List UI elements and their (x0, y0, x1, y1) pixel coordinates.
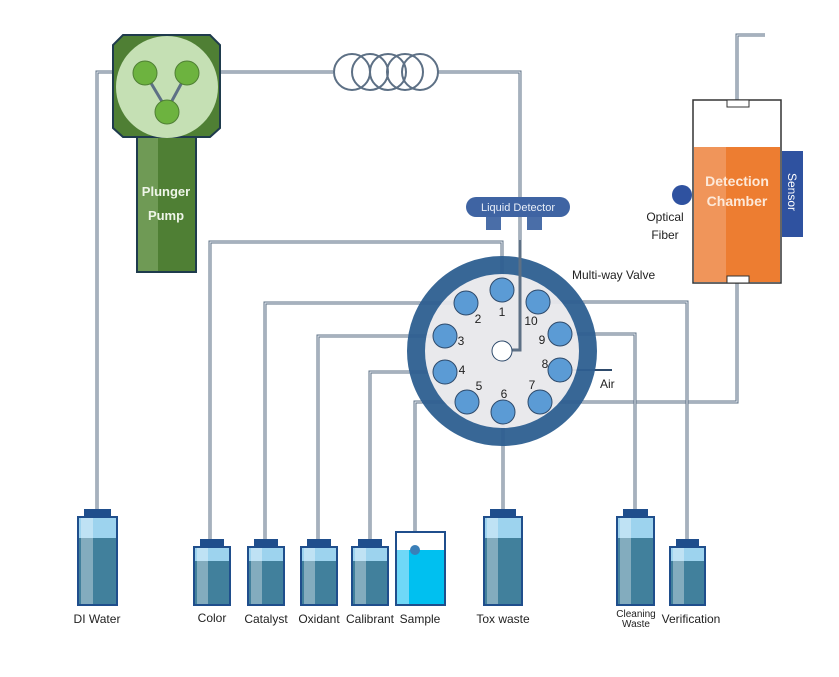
valve-port-10 (525, 289, 551, 315)
di-water-bottle (77, 509, 118, 606)
port-number: 3 (458, 334, 465, 348)
optical-fiber-label-2: Fiber (651, 228, 678, 242)
cleaning-waste-label: Cleaning (616, 609, 655, 620)
valve-port-1 (489, 277, 515, 303)
di-water-label: DI Water (74, 612, 121, 626)
tox-waste-bottle (483, 509, 523, 606)
color-bottle (193, 539, 231, 606)
bottles (77, 509, 706, 606)
catalyst-bottle (247, 539, 285, 606)
verification-bottle (669, 539, 706, 606)
catalyst-label: Catalyst (244, 612, 288, 626)
coil-icon (333, 53, 439, 91)
valve-label: Multi-way Valve (572, 268, 655, 282)
optical-fiber-icon (672, 185, 692, 205)
calibrant-bottle (351, 539, 389, 606)
detection-chamber: Detection Chamber Sensor Optical Fiber (646, 99, 803, 284)
port-number: 7 (529, 378, 536, 392)
port-number: 5 (476, 379, 483, 393)
sensor-label: Sensor (785, 173, 799, 211)
chamber-label: Detection (705, 173, 769, 189)
valve-port-5 (454, 389, 480, 415)
oxidant-bottle (300, 539, 338, 606)
air-label: Air (600, 377, 615, 391)
sample-beaker (395, 531, 446, 606)
port-number: 1 (499, 305, 506, 319)
verification-label: Verification (662, 612, 721, 626)
tox-waste-label: Tox waste (476, 612, 530, 626)
port-number: 9 (539, 333, 546, 347)
cleaning-waste-label-2: Waste (622, 619, 650, 630)
valve-port-6 (490, 399, 516, 425)
calibrant-label: Calibrant (346, 612, 395, 626)
valve-port-8 (547, 357, 573, 383)
liquid-detector: Liquid Detector (466, 197, 570, 230)
color-label: Color (198, 611, 227, 625)
plunger-pump: Plunger Pump (112, 34, 221, 273)
chamber-label-2: Chamber (707, 193, 768, 209)
pump-label-2: Pump (148, 208, 184, 223)
port-number: 8 (542, 357, 549, 371)
sample-label: Sample (400, 612, 441, 626)
cleaning-waste-bottle (616, 509, 655, 606)
multi-way-valve: 1 23 45 6 78 910 Multi-way Valve Air (407, 240, 655, 446)
port-number: 10 (524, 314, 538, 328)
bottle-labels: DI Water Color Catalyst Oxidant Calibran… (74, 609, 721, 630)
optical-fiber-label: Optical (646, 210, 683, 224)
valve-port-4 (432, 359, 458, 385)
port-number: 2 (475, 312, 482, 326)
valve-port-2 (453, 290, 479, 316)
pump-label: Plunger (142, 184, 190, 199)
valve-port-7 (527, 389, 553, 415)
port-number: 6 (501, 387, 508, 401)
oxidant-label: Oxidant (298, 612, 340, 626)
liquid-detector-label: Liquid Detector (481, 202, 555, 214)
port-number: 4 (459, 363, 466, 377)
valve-port-3 (432, 323, 458, 349)
valve-port-9 (547, 321, 573, 347)
